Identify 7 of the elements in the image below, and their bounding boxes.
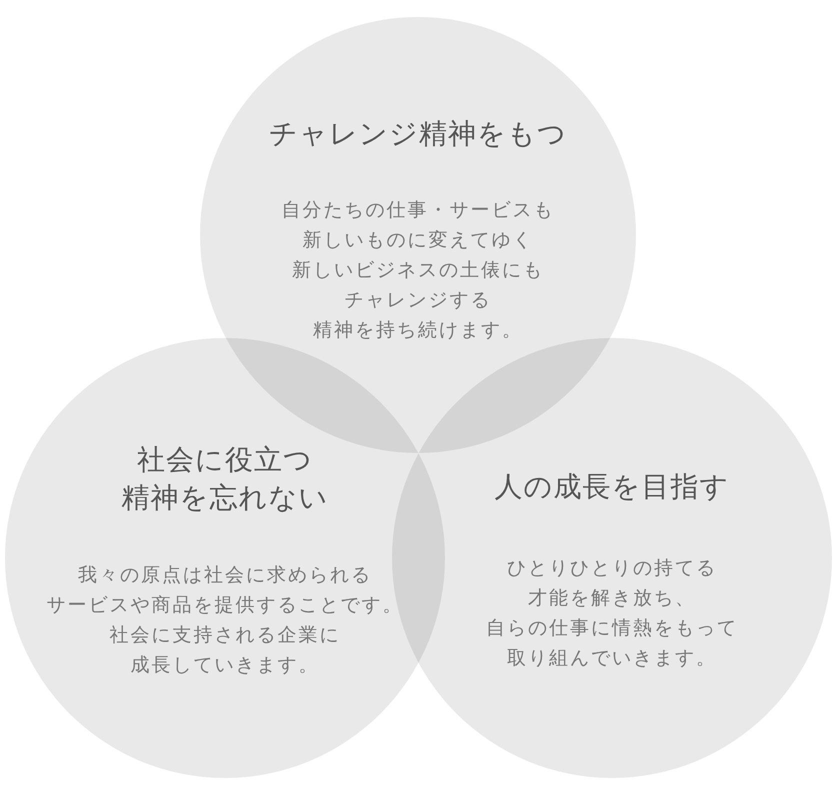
circle-heading: チャレンジ精神をもつ — [269, 116, 567, 152]
circle-heading: 社会に役立つ精神を忘れない — [122, 442, 328, 516]
circle-description: 自分たちの仕事・サービスも新しいものに変えてゆく新しいビジネスの土俵にもチャレンジする精神を持ち続けます。 — [282, 198, 554, 343]
circle-heading: 人の成長を目指す — [494, 469, 730, 505]
venn-circle — [392, 338, 832, 778]
circle-description: ひとりひとりの持てる才能を解き放ち、自らの仕事に情熱をもって取り組んでいきます。 — [486, 556, 738, 671]
circle-description: 我々の原点は社会に求められるサービスや商品を提供することです。社会に支持される企業に成長していきます。 — [46, 563, 404, 678]
